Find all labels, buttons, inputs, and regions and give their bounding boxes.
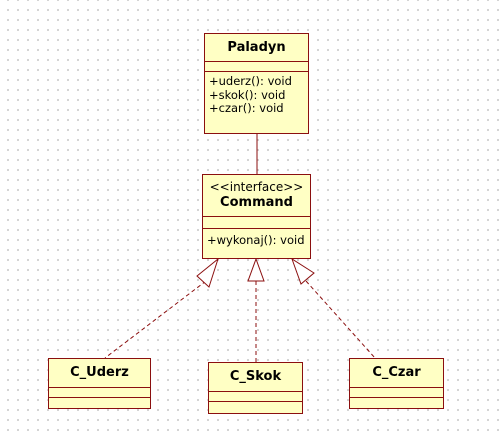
realization-line-c-czar	[305, 280, 376, 359]
class-c-skok-header: C_Skok	[209, 363, 302, 392]
class-c-uderz-operations	[49, 398, 150, 408]
class-c-uderz-attributes	[49, 388, 150, 398]
interface-command-name: Command	[220, 195, 293, 210]
class-c-skok-operations	[209, 402, 302, 413]
class-c-czar-attributes	[350, 388, 443, 398]
class-c-skok[interactable]: C_Skok	[208, 362, 303, 414]
class-c-skok-attributes	[209, 392, 302, 402]
realization-line-c-uderz	[104, 280, 207, 359]
class-c-czar-header: C_Czar	[350, 359, 443, 388]
class-paladyn-operations: +uderz(): void +skok(): void +czar(): vo…	[205, 72, 308, 119]
interface-command-operations: +wykonaj(): void	[203, 229, 310, 251]
operation-wykonaj: +wykonaj(): void	[207, 233, 305, 247]
class-paladyn-name: Paladyn	[227, 40, 286, 55]
realization-arrowhead-c-uderz	[196, 257, 219, 288]
class-paladyn-header: Paladyn	[205, 34, 308, 62]
realization-arrowhead-c-czar	[291, 257, 315, 285]
class-c-uderz-name: C_Uderz	[70, 365, 129, 380]
interface-command[interactable]: <<interface>> Command +wykonaj(): void	[202, 174, 311, 259]
class-c-uderz[interactable]: C_Uderz	[48, 358, 151, 409]
interface-stereotype: <<interface>>	[209, 180, 304, 194]
class-c-skok-name: C_Skok	[229, 369, 282, 384]
class-paladyn-attributes	[205, 62, 308, 72]
operation-uderz: +uderz(): void	[209, 74, 292, 88]
class-c-czar-name: C_Czar	[372, 365, 421, 380]
class-c-uderz-header: C_Uderz	[49, 359, 150, 388]
realization-arrowhead-c-skok	[247, 257, 265, 282]
class-c-czar-operations	[350, 398, 443, 408]
operation-skok: +skok(): void	[209, 87, 286, 102]
class-paladyn[interactable]: Paladyn +uderz(): void +skok(): void +cz…	[204, 33, 309, 134]
interface-command-attributes	[203, 217, 310, 229]
interface-command-header: <<interface>> Command	[203, 175, 310, 217]
operation-czar: +czar(): void	[209, 101, 284, 115]
class-c-czar[interactable]: C_Czar	[349, 358, 444, 409]
